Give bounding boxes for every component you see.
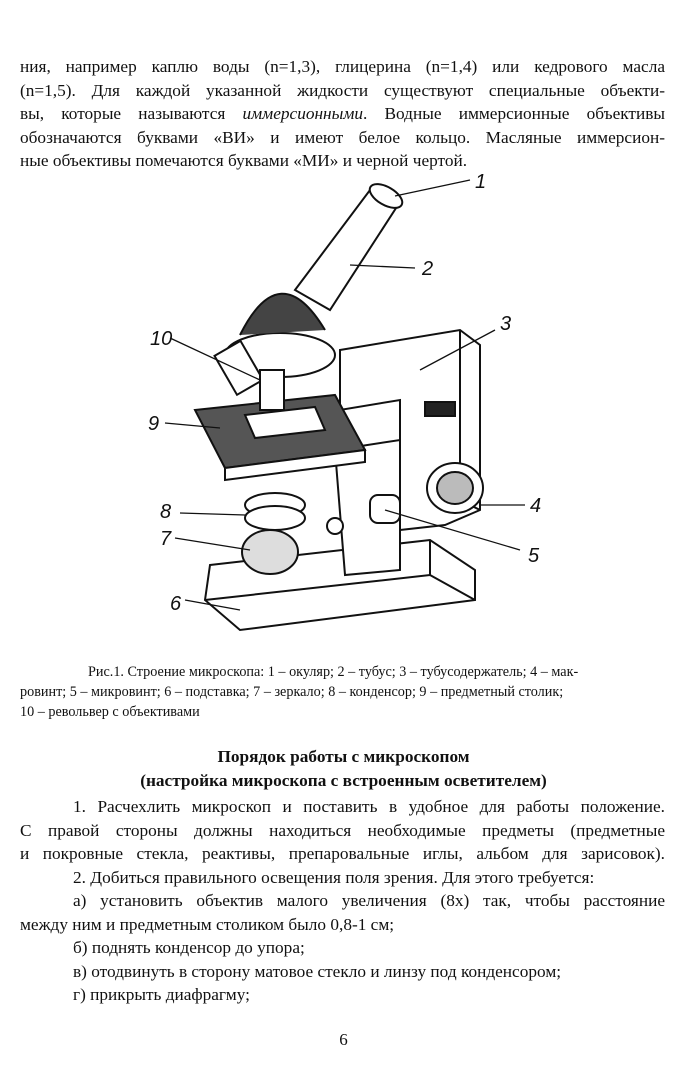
text-line: в) отодвинуть в сторону матовое стекло и… [73, 961, 562, 981]
body-paragraph: 1. Расчехлить микроскоп и поставить в уд… [20, 795, 665, 1007]
text-line: 1. Расчехлить микроскоп и поставить в уд… [73, 797, 665, 816]
text-line: вы, которые называются иммерсионными. Во… [20, 102, 665, 126]
section-subheading: (настройка микроскопа с встроенным освет… [140, 771, 547, 790]
figure-label: 4 [530, 495, 541, 517]
intro-paragraph: ния, например каплю воды (n=1,3), глицер… [20, 55, 665, 173]
text-span: . Водные иммерсионные объективы [363, 104, 665, 123]
caption-line: 10 – револьвер с объективами [20, 704, 200, 720]
figure-label: 10 [150, 328, 172, 350]
figure-label: 6 [170, 593, 182, 615]
caption-line: ровинт; 5 – микровинт; 6 – подставка; 7 … [20, 684, 564, 700]
text-line: (n=1,5). Для каждой указанной жидкости с… [20, 80, 665, 100]
figure-label: 2 [421, 258, 433, 280]
text-line: ния, например каплю воды (n=1,3), глицер… [20, 57, 665, 76]
text-line: и покровные стекла, реактивы, препаровал… [20, 844, 665, 863]
text-line: г) прикрыть диафрагму; [73, 985, 250, 1004]
text-line: С правой стороны должны находиться необх… [20, 820, 665, 840]
figure-label: 5 [528, 545, 540, 567]
text-line: б) поднять конденсор до упора; [73, 938, 305, 957]
text-line: между ним и предметным столиком было 0,8… [20, 914, 395, 934]
figure-label: 8 [160, 501, 171, 523]
text-line: а) установить объектив малого увеличения… [73, 891, 665, 910]
text-line: ные объективы помечаются буквами «МИ» и … [20, 151, 468, 170]
page-number: 6 [339, 1030, 348, 1049]
figure-caption: Рис.1. Строение микроскопа: 1 – окуляр; … [20, 662, 665, 722]
microscope-figure: 1 2 3 4 5 6 7 8 9 10 [148, 171, 541, 632]
text-line: 2. Добиться правильного освещения поля з… [73, 867, 595, 887]
figure-label: 1 [475, 171, 486, 193]
figure-label: 3 [500, 313, 511, 335]
figure-label: 7 [160, 528, 172, 550]
text-line: обозначаются буквами «ВИ» и имеют белое … [20, 127, 665, 147]
italic-term: иммерсионными [242, 104, 363, 123]
caption-line: Рис.1. Строение микроскопа: 1 – окуляр; … [88, 664, 579, 680]
section-heading: Порядок работы с микроскопом [217, 747, 470, 766]
figure-label: 9 [148, 413, 159, 435]
text-span: вы, которые называются [20, 104, 243, 123]
